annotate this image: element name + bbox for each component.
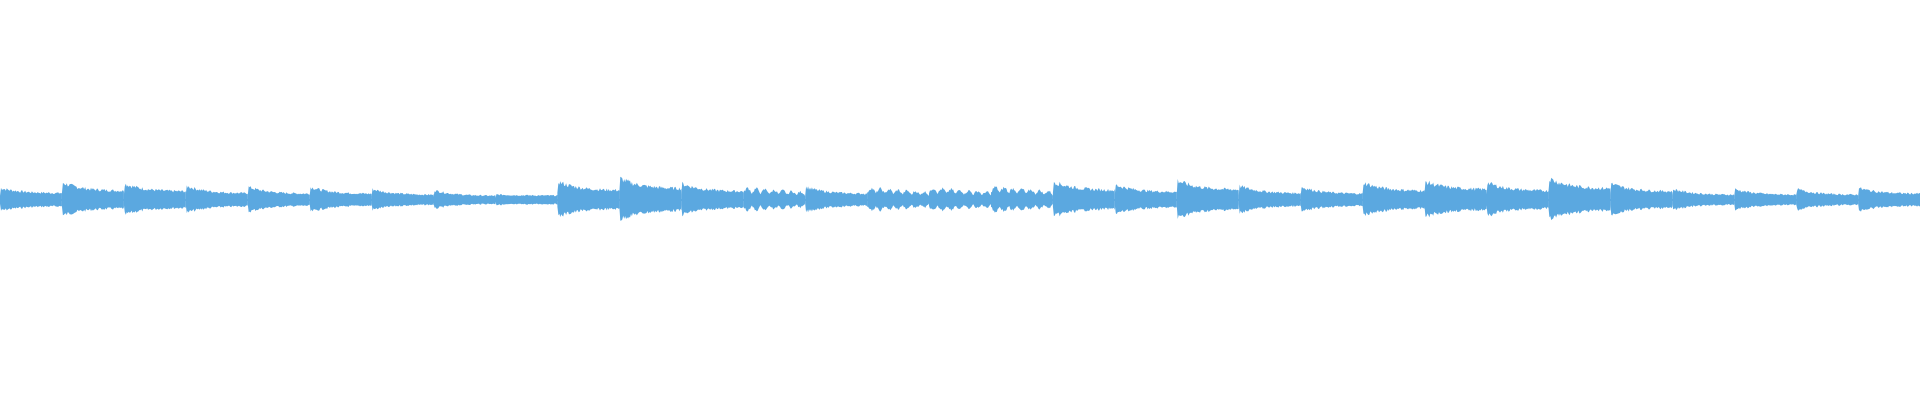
waveform-center-line [0,199,1920,201]
waveform-segment [1548,177,1611,221]
waveform-segment [619,176,682,221]
waveform-segment [1176,178,1239,219]
